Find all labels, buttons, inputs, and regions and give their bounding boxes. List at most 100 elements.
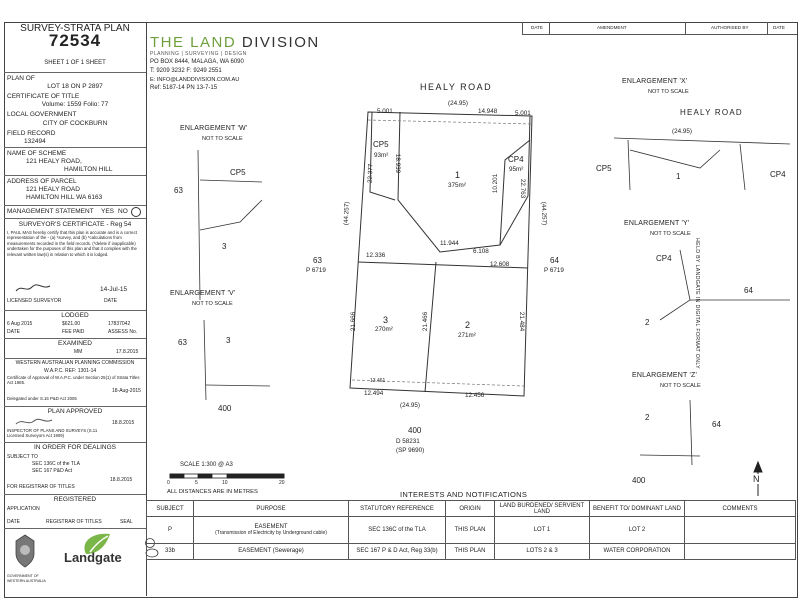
north-label: N (753, 474, 760, 484)
dim-6108: 6.108 (473, 248, 489, 255)
lot64-label: 64 (550, 256, 559, 265)
interests-header-row: SUBJECT PURPOSE STATUTORY REFERENCE ORIG… (146, 500, 796, 517)
col-subject: SUBJECT (146, 500, 194, 517)
mgmt-statement-box: MANAGEMENT STATEMENT YES NO (4, 205, 146, 219)
plan-header-box: SURVEY-STRATA PLAN 72534 SHEET 1 OF 1 SH… (4, 22, 146, 73)
scheme-line1: 121 HEALY ROAD, (26, 158, 82, 165)
amend-col-authorised: AUTHORISED BY (711, 25, 749, 30)
scheme-label: NAME OF SCHEME (7, 150, 67, 157)
table-row: P EASEMENT(Transmission of Electricity b… (146, 516, 796, 544)
enlargement-z-lot2: 2 (645, 413, 650, 422)
dim-11944: 11.944 (440, 240, 459, 247)
company-email: E: INFO@LANDDIVISION.COM.AU (150, 77, 240, 83)
plan-type: SURVEY-STRATA PLAN (20, 23, 130, 34)
wapc-date: 18-Aug-2015 (112, 388, 141, 394)
dim-14948: 14.948 (478, 108, 498, 115)
field-record-value: 132494 (24, 138, 46, 145)
enlargement-w-cp: CP5 (230, 168, 246, 177)
row2-comments (684, 542, 796, 561)
row1-subject: P (146, 516, 194, 544)
dealings-date: 18.8.2015 (110, 477, 133, 483)
row1-comments (684, 516, 796, 544)
amendment-table: DATE AMENDMENT AUTHORISED BY DATE (522, 22, 797, 35)
lot1-boundary (397, 111, 531, 253)
lot2-area: 271m² (458, 332, 476, 339)
dealing-2: SEC 167 P&D Act (32, 468, 73, 474)
lot-division-line (357, 261, 529, 269)
row2-purpose: EASEMENT (Sewerage) (193, 542, 349, 561)
dealing-1: SEC 136C of the TLA (32, 461, 80, 467)
landgate-logo-text: Landgate (64, 550, 122, 565)
examined-box: EXAMINED MM 17.8.2015 (4, 338, 146, 359)
company-name-b: DIVISION (241, 34, 320, 51)
parcel-boundary (349, 111, 533, 397)
application-label: APPLICATION (7, 506, 40, 512)
govt-line1: GOVERNMENT OF (7, 574, 39, 578)
enlargement-x-road: HEALY ROAD (680, 108, 743, 117)
enlargement-w-lot: 3 (222, 242, 227, 251)
divider (4, 147, 146, 148)
scale-bar (169, 473, 285, 479)
divider (549, 22, 550, 34)
surveyor-signature (15, 284, 51, 292)
registered-label: REGISTERED (53, 496, 97, 503)
d58231-label: D 58231 (396, 438, 420, 445)
enlargement-z-lot64: 64 (712, 420, 721, 429)
enlargement-v-lot63: 63 (178, 338, 187, 347)
dim-22377: 22.377 (366, 163, 375, 184)
enlargement-x-lot: 1 (676, 172, 681, 181)
lot2-number: 2 (465, 320, 471, 330)
lodged-date: 6 Aug 2015 (7, 321, 33, 327)
wapc-label: WESTERN AUSTRALIAN PLANNING COMMISSION (15, 360, 135, 366)
dim-13461: 13.461 (370, 378, 386, 384)
inspector-text: INSPECTOR OF PLANS AND SURVEYS (S.11 Lic… (7, 428, 98, 438)
enlargement-v-drawing (203, 319, 271, 401)
plan-approved-label: PLAN APPROVED (47, 408, 103, 415)
cp5-area: 93m² (374, 152, 389, 159)
local-gov-label: LOCAL GOVERNMENT (7, 111, 77, 118)
scale-tick-0: 0 (167, 480, 170, 486)
dim-21466: 21.466 (422, 311, 430, 332)
govt-line2: WESTERN AUSTRALIA (7, 579, 46, 583)
divider (685, 22, 686, 34)
registered-col-seal: SEAL (120, 519, 133, 525)
enlargement-x-cp5: CP5 (596, 164, 612, 173)
dim-12456: 12.456 (465, 392, 485, 399)
col-origin: ORIGIN (445, 500, 495, 517)
wapc-text: Certificate of Approval of W.A.P.C. unde… (7, 375, 140, 385)
company-tagline: PLANNING | SURVEYING | DESIGN (150, 51, 247, 57)
interests-heading: INTERESTS AND NOTIFICATIONS (400, 490, 528, 499)
cp4-boundary (499, 139, 531, 246)
lot64-plan: P 6719 (544, 267, 564, 274)
registered-col-date: DATE (7, 519, 20, 525)
surveyor-cert-box: SURVEYOR'S CERTIFICATE - Reg 54 I, PAUL … (4, 218, 146, 311)
divider (4, 175, 146, 176)
surveyor-date-label: DATE (104, 298, 117, 304)
sp9690-label: (SP 9690) (396, 447, 425, 454)
row2-ref: SEC 167 P & D Act, Reg 33(b) (348, 542, 446, 561)
examined-label: EXAMINED (58, 340, 92, 347)
scale-tick-20: 20 (279, 480, 285, 486)
lodged-assess: 17837042 (108, 321, 131, 327)
enlargement-x-cp4: CP4 (770, 170, 786, 179)
scale-label: SCALE 1:300 @ A3 (180, 462, 233, 468)
bottom-width: (24.95) (400, 402, 420, 409)
lodged-col-date: DATE (7, 329, 20, 335)
address-label: ADDRESS OF PARCEL (7, 178, 77, 185)
col-comments: COMMENTS (684, 500, 796, 517)
dim-12608: 12.608 (490, 261, 510, 268)
dealings-box: IN ORDER FOR DEALINGS SUBJECT TO SEC 136… (4, 442, 146, 495)
certificate-label: CERTIFICATE OF TITLE (7, 93, 80, 100)
mgmt-no-checkbox (131, 207, 141, 217)
lot1-number: 1 (455, 170, 461, 180)
enlargement-y-nts: NOT TO SCALE (650, 231, 691, 237)
inspector-signature (15, 418, 53, 425)
interests-table: SUBJECT PURPOSE STATUTORY REFERENCE ORIG… (146, 500, 796, 561)
company-ref: Ref: 5187-14 PN 13-7-15 (150, 85, 218, 91)
mgmt-label: MANAGEMENT STATEMENT (7, 208, 94, 215)
sheet-label: SHEET 1 OF 1 SHEET (44, 60, 106, 66)
enlargement-w-lot63: 63 (174, 186, 183, 195)
wapc-box: WESTERN AUSTRALIAN PLANNING COMMISSION W… (4, 358, 146, 407)
plan-of-value: LOT 18 ON P 2897 (47, 83, 103, 90)
